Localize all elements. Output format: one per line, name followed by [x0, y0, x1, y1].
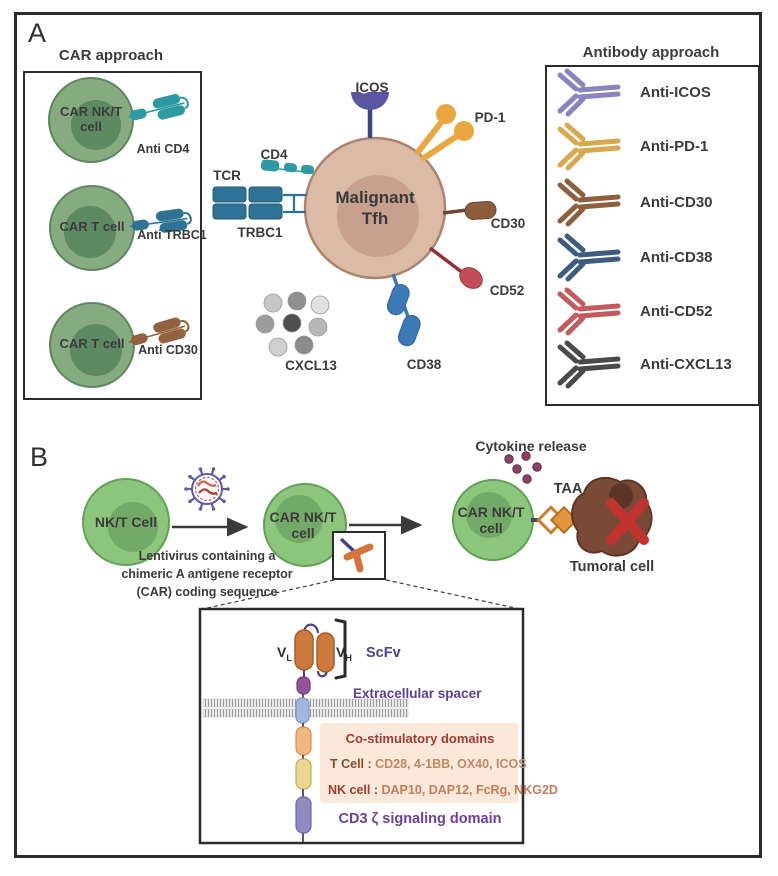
lentivirus-caption-line1: Lentivirus containing a [138, 549, 276, 563]
antibody-approach-title: Antibody approach [582, 44, 720, 61]
malignant-tfh-cell-graphic [303, 136, 447, 280]
panel-a-label: A [28, 18, 47, 48]
cd38-label: CD38 [406, 357, 442, 372]
zoom-dashed-lines [202, 579, 521, 610]
car-nkt-cell-label: CAR NK/T cell [59, 104, 123, 134]
cxcl13-label: CXCL13 [285, 358, 337, 373]
car-nkt-cell-b-graphic [263, 483, 347, 567]
cd38-receptor-graphic [386, 273, 421, 347]
cd4-receptor-graphic [260, 159, 315, 175]
vh-sub: H [345, 652, 352, 663]
anti-cd30-antibody-label: Anti-CD30 [640, 194, 713, 211]
outer-frame [14, 12, 762, 858]
car-approach-title: CAR approach [58, 47, 164, 64]
anti-cd4-car-receptor [127, 94, 189, 121]
costim-title: Co-stimulatory domains [345, 731, 495, 746]
t-cell-prefix: T Cell : [330, 757, 372, 771]
malignant-tfh-line2: Tfh [361, 209, 389, 228]
trbc1-label: TRBC1 [237, 225, 283, 240]
vl-sub: L [286, 652, 292, 663]
red-x-icon [606, 498, 649, 545]
anti-cxcl13-antibody-icon [557, 340, 621, 389]
anti-pd1-antibody-label: Anti-PD-1 [640, 138, 709, 155]
malignant-tfh-line1: Malignant [335, 188, 415, 207]
anti-cxcl13-antibody-label: Anti-CXCL13 [640, 356, 732, 373]
pd1-label: PD-1 [474, 110, 506, 125]
car-t-cell2-label: CAR T cell [59, 336, 125, 351]
cd30-label: CD30 [490, 216, 526, 231]
lentivirus-icon [184, 467, 230, 511]
tumoral-cell-label: Tumoral cell [569, 559, 655, 575]
car-zoom-box [332, 531, 386, 580]
pd1-receptor-graphic [415, 104, 474, 161]
lentivirus-caption-line2: chimeric A antigene receptor [121, 567, 293, 581]
anti-cd52-antibody-label: Anti-CD52 [640, 303, 713, 320]
anti-cd4-label: Anti CD4 [136, 142, 190, 156]
vh-main: V [336, 644, 346, 660]
anti-icos-antibody-label: Anti-ICOS [640, 84, 711, 101]
nk-cell-list: DAP10, DAP12, FcRg, NKG2D [378, 783, 558, 797]
tcr-label: TCR [213, 168, 241, 183]
vh-label: VH [336, 644, 352, 663]
cytokine-dots [504, 451, 542, 484]
costimulatory-domains-box [320, 723, 518, 803]
nkt-cell-label: NK/T Cell [94, 514, 158, 530]
t-cell-list: CD28, 4-1BB, OX40, ICOS [371, 757, 527, 771]
car-t-cell2-graphic [49, 302, 135, 388]
nk-cell-prefix: NK cell : [328, 783, 379, 797]
anti-trbc1-car-receptor [129, 208, 192, 233]
car-nkt-cell-graphic [48, 77, 134, 163]
extracellular-spacer-label: Extracellular spacer [353, 686, 482, 701]
scfv-bracket [334, 618, 347, 680]
cd30-receptor-graphic [442, 200, 497, 220]
anti-cd38-antibody-icon [557, 233, 621, 282]
cd52-receptor-graphic [428, 246, 483, 289]
anti-cd30-label: Anti CD30 [138, 343, 198, 357]
anti-trbc1-label: Anti TRBC1 [137, 228, 207, 242]
cxcl13-molecules-graphic [255, 291, 330, 357]
icos-label: ICOS [355, 80, 389, 95]
cytokine-release-label: Cytokine release [475, 438, 587, 454]
cd4-label: CD4 [260, 147, 288, 162]
panel-b-label: B [30, 442, 49, 472]
t-cell-costim-line: T Cell : CD28, 4-1BB, OX40, ICOS [330, 757, 527, 771]
car-nkt-cell-b2-label: CAR NK/T cell [457, 504, 525, 537]
scfv-label: ScFv [366, 645, 401, 661]
car-nkt-cell-b-label: CAR NK/T cell [269, 509, 337, 542]
anti-cd30-car-receptor [128, 317, 190, 346]
anti-cd30-antibody-icon [557, 178, 621, 227]
nkt-cell-graphic [82, 478, 170, 566]
anti-icos-antibody-icon [557, 68, 621, 117]
icos-receptor-graphic [351, 82, 389, 138]
anti-cd52-antibody-icon [557, 287, 621, 336]
lentivirus-caption-line3: (CAR) coding sequence [136, 585, 278, 599]
cd3-zeta-label: CD3 ζ signaling domain [338, 811, 502, 827]
tcr-receptor-graphic [212, 186, 307, 220]
tumoral-cell-graphic [571, 477, 653, 557]
nk-cell-costim-line: NK cell : DAP10, DAP12, FcRg, NKG2D [328, 783, 558, 797]
taa-label: TAA [553, 481, 583, 497]
anti-pd1-antibody-icon [557, 122, 621, 171]
car-t-cell-label: CAR T cell [59, 219, 125, 234]
car-nkt-cell-b2-graphic [452, 479, 534, 561]
vl-label: VL [277, 644, 292, 663]
car-approach-box [23, 71, 202, 400]
antibody-approach-box [545, 65, 760, 406]
anti-cd38-antibody-label: Anti-CD38 [640, 249, 713, 266]
cd52-label: CD52 [489, 283, 525, 298]
vl-main: V [277, 644, 287, 660]
